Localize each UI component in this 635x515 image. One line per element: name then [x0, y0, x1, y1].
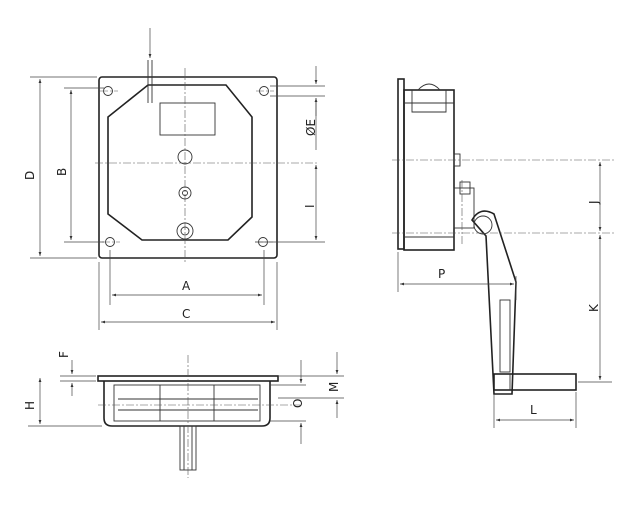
housing-body	[103, 381, 271, 427]
label-D: D	[23, 171, 37, 180]
front-view	[95, 28, 318, 262]
label-P: P	[438, 267, 445, 281]
label-window	[159, 102, 216, 136]
label-I: I	[303, 204, 317, 208]
side-view	[392, 78, 614, 395]
label-O: O	[291, 399, 305, 408]
label-E: ØE	[304, 119, 318, 136]
bottom-dimensions: F H O M	[23, 351, 344, 444]
label-K: K	[587, 303, 601, 312]
octagonal-housing	[107, 84, 253, 241]
label-B: B	[55, 168, 69, 176]
label-A: A	[182, 279, 191, 293]
side-plate	[397, 78, 405, 250]
front-dimensions: D B A C ØE I	[23, 66, 325, 330]
label-J: J	[587, 200, 601, 205]
label-L: L	[530, 403, 537, 417]
label-C: C	[182, 307, 190, 321]
side-housing	[403, 89, 455, 251]
mounting-holes	[100, 86, 274, 247]
label-H: H	[23, 401, 37, 410]
crank-arm	[471, 210, 517, 395]
crank-handle	[493, 373, 577, 391]
side-dimensions: J K P L	[397, 162, 612, 428]
base-plate	[98, 76, 278, 259]
bottom-view	[97, 355, 300, 478]
label-F: F	[57, 351, 71, 358]
label-M: M	[327, 382, 341, 392]
